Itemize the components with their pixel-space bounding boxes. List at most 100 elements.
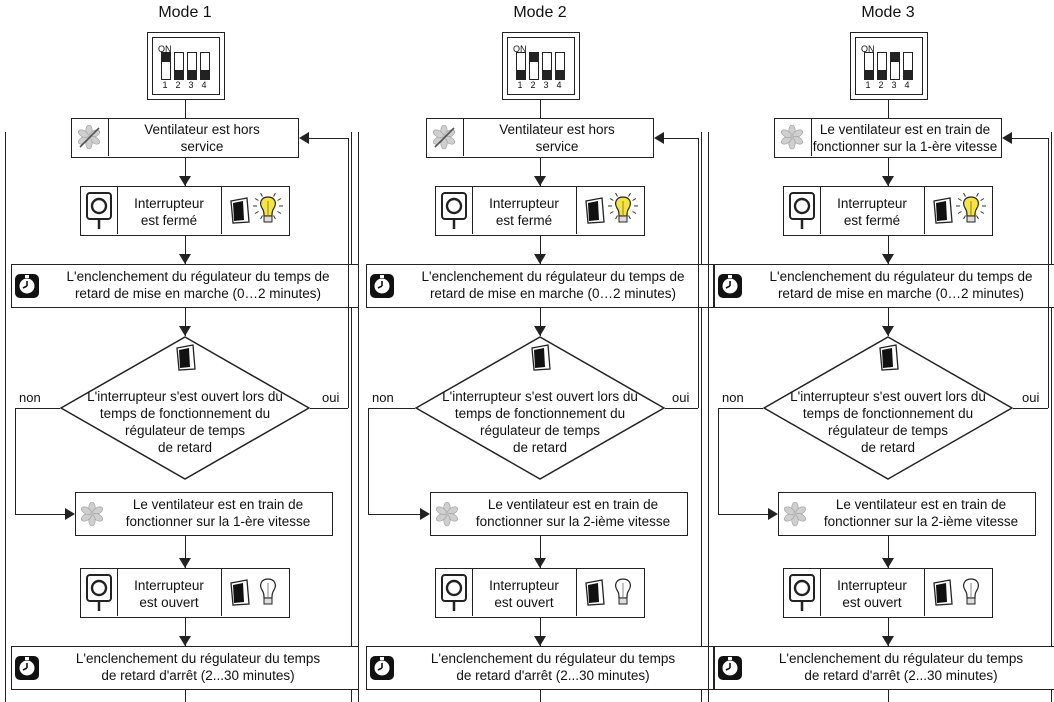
arrow-head (1002, 132, 1012, 144)
decision-diamond (60, 336, 310, 480)
dip-switch-knob (517, 70, 525, 79)
timer-on-text-line: L'enclenchement du régulateur du temps d… (769, 269, 1033, 284)
switch-icon-cell (436, 187, 473, 234)
state-text-line: service (180, 139, 224, 154)
switch-closed-text-line: Interrupteur (489, 196, 559, 211)
switch-open-text-line: Interrupteur (837, 578, 907, 593)
bulb-on-icon (608, 193, 638, 223)
switch-icon-cell (81, 187, 118, 234)
arrow-head (179, 636, 191, 646)
decision-text-line: L'interrupteur s'est ouvert lors du (87, 389, 283, 404)
connector-line (15, 408, 16, 514)
state-text-line: fonctionner sur la 1-ère vitesse (812, 139, 998, 154)
switch-open-text-line: Interrupteur (134, 578, 204, 593)
arrow-head (882, 326, 894, 336)
switch-closed-text-line: est fermé (140, 213, 198, 228)
connector-line (665, 408, 698, 409)
dip-switch-knob (865, 70, 873, 79)
switch-open-text-line: Interrupteur (489, 578, 559, 593)
rocker-switch-off-icon (585, 579, 605, 606)
dip-number: 2 (878, 80, 884, 90)
wall-switch-icon (86, 192, 112, 229)
switch-state-cell (924, 187, 925, 234)
dip-number: 1 (517, 80, 523, 90)
dip-switch-knob (175, 70, 183, 79)
decision-text-line: de retard (860, 440, 916, 455)
connector-line (718, 408, 763, 409)
connector-line (185, 236, 186, 264)
decision-text-line: temps de fonctionnement du (454, 406, 626, 421)
mode-column-frame (708, 132, 1052, 702)
connector-line (888, 100, 889, 118)
arrow-head (534, 254, 546, 264)
dip-number: 4 (201, 80, 207, 90)
rocker-switch-on-icon (933, 197, 953, 224)
arrow-head (420, 508, 430, 520)
switch-open-text-line: est ouvert (842, 595, 902, 610)
arrow-head (882, 558, 894, 568)
dip-number: 1 (162, 80, 168, 90)
dip-switch-knob (530, 53, 538, 62)
state-text-line: Le ventilateur est en train de (819, 122, 991, 137)
dip-switch-lever (516, 52, 526, 80)
timer-on-text-line: retard de mise en marche (0…2 minutes) (74, 286, 322, 301)
no-branch-label: non (372, 390, 394, 405)
fan-icon (784, 502, 806, 527)
arrow-head (299, 132, 309, 144)
connector-line (15, 408, 60, 409)
mode-column-frame (5, 132, 352, 702)
switch-open-text: Interrupteur est ouvert (474, 577, 574, 611)
decision-text-line: de retard (157, 440, 213, 455)
decision-text-line: L'interrupteur s'est ouvert lors du (442, 389, 638, 404)
connector-line (888, 308, 889, 336)
decision-diamond (415, 336, 665, 480)
timer-icon (15, 656, 39, 680)
dip-switch-knob (556, 70, 564, 79)
connector-line (888, 536, 889, 568)
no-branch-label: non (19, 390, 41, 405)
timer-off-text-line: L'enclenchement du régulateur du temps (75, 651, 321, 666)
dip-switch-lever (200, 52, 210, 80)
connector-line (718, 408, 719, 514)
dip-switch-lever (542, 52, 552, 80)
arrow-head (179, 558, 191, 568)
switch-state-cell (924, 569, 925, 616)
connector-line (698, 138, 699, 408)
decision-text: L'interrupteur s'est ouvert lors du temps… (430, 388, 650, 456)
bulb-on-icon (253, 193, 283, 223)
arrow-head (882, 176, 894, 186)
connector-line (664, 138, 698, 139)
arrow-head (534, 636, 546, 646)
decision-text-line: temps de fonctionnement du (802, 406, 974, 421)
switch-open-text: Interrupteur est ouvert (822, 577, 922, 611)
arrow-head (654, 132, 664, 144)
connector-line (888, 158, 889, 186)
dip-switch-lever (864, 52, 874, 80)
switch-icon-cell (784, 187, 821, 234)
switch-icon-cell (81, 569, 118, 616)
timer-on-text-line: retard de mise en marche (0…2 minutes) (777, 286, 1025, 301)
arrow-head (534, 326, 546, 336)
switch-open-text-line: est ouvert (494, 595, 554, 610)
timer-on-text-line: retard de mise en marche (0…2 minutes) (429, 286, 677, 301)
connector-line (185, 618, 186, 646)
dip-switch-lever (529, 52, 539, 80)
bulb-off-icon (260, 578, 276, 605)
connector-line (1012, 138, 1048, 139)
wall-switch-icon (441, 574, 467, 611)
fan-off-icon (78, 125, 100, 150)
mode-title: Mode 2 (513, 4, 567, 21)
